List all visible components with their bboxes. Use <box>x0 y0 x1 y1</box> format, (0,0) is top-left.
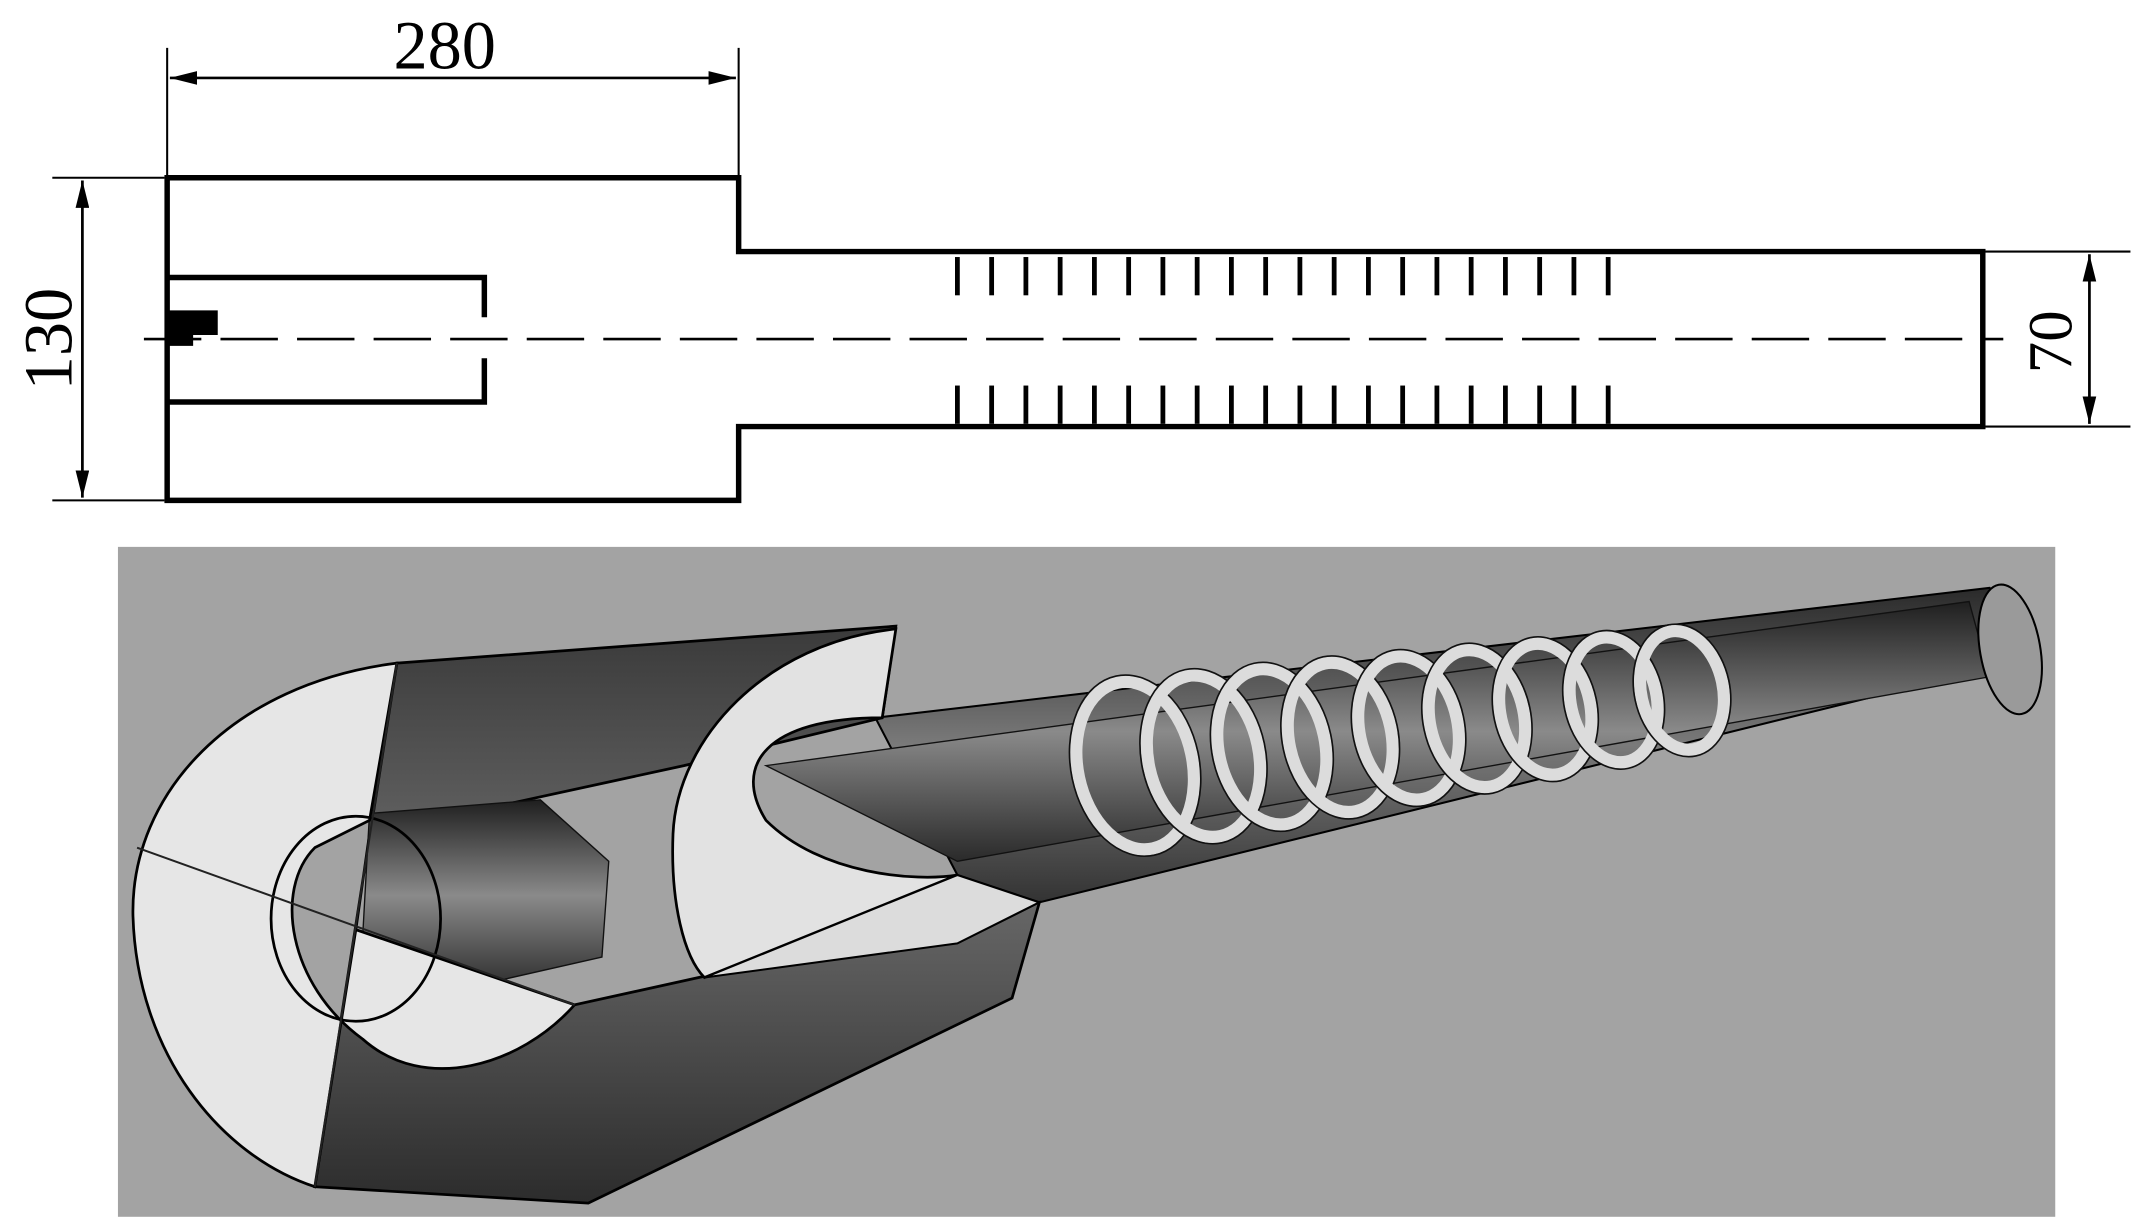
dimension-130-label: 130 <box>10 288 86 391</box>
helix-ring <box>1211 662 1333 831</box>
dimension-70-label: 70 <box>2016 310 2086 373</box>
helix-ring-edge <box>1420 642 1533 795</box>
dimension-280-label: 280 <box>393 7 496 83</box>
dimension-280: 280 <box>166 7 740 175</box>
helical-rings <box>1068 623 1732 858</box>
helix-ring <box>1422 643 1532 794</box>
helix-ring-edge <box>1209 661 1335 833</box>
helix-ring-edge <box>1068 674 1202 858</box>
helix-ring <box>1633 624 1731 757</box>
helix-ring <box>1140 669 1267 844</box>
helix-ring <box>1351 650 1466 806</box>
helix-ring-edge <box>1491 636 1600 783</box>
step-lower-face <box>704 873 1043 979</box>
helix-ring-edge <box>1561 629 1666 770</box>
helix-ring <box>1563 631 1664 769</box>
dimension-70: 70 <box>1985 250 2131 428</box>
dimension-130: 130 <box>10 176 165 502</box>
helix-ring <box>1281 656 1399 819</box>
front-disc-face <box>131 661 577 1189</box>
helix-ring-edge <box>1350 648 1467 808</box>
engineering-drawing: 280 130 70 <box>10 7 2131 504</box>
helix-ring <box>1070 675 1201 856</box>
helix-ring-edge <box>1632 623 1732 758</box>
slot-ticks <box>954 257 1611 424</box>
section-lines <box>136 662 575 1187</box>
inner-cavity <box>167 274 488 405</box>
helix-ring-edge <box>1280 655 1401 820</box>
helix-ring-edge <box>1139 667 1268 845</box>
helix-ring <box>1492 637 1598 781</box>
inner-circle-edge <box>269 814 442 1023</box>
tube-end-opening <box>1977 583 2043 716</box>
outer-profile <box>164 175 1986 504</box>
nozzle-detail <box>165 310 218 346</box>
model-3d-section-view <box>117 546 2056 1217</box>
